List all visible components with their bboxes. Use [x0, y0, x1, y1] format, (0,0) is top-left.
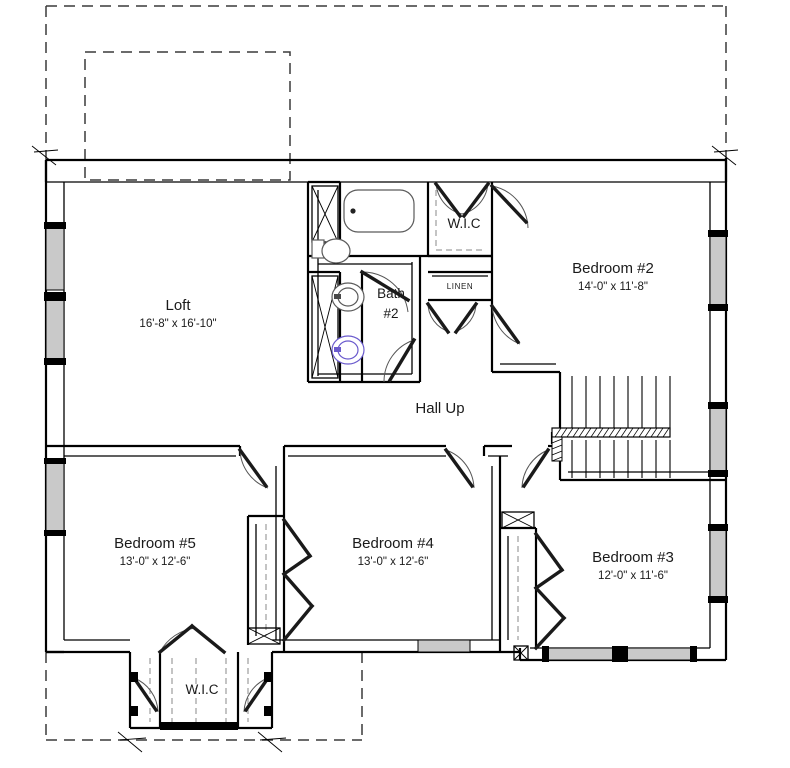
door-bedroom5 — [237, 447, 269, 489]
staircase — [551, 376, 671, 478]
door-wic-upper-right — [461, 181, 491, 219]
room-label-bedroom2: Bedroom #2 — [572, 260, 654, 277]
door-bath2-lower — [383, 337, 417, 383]
bathtub — [343, 189, 415, 233]
space-label-wic-upper: W.I.C — [448, 216, 481, 231]
space-labels: Bath #2 W.I.C W.I.C LINEN Hall Up — [186, 216, 481, 697]
room-dim-bedroom5: 13'-0" x 12'-6" — [120, 556, 191, 568]
room-dim-bedroom4: 13'-0" x 12'-6" — [358, 556, 429, 568]
door-bedroom2 — [489, 183, 529, 229]
door-bedroom2-hall — [489, 303, 521, 345]
vanity-sink-upper — [331, 282, 365, 312]
door-wic-lower-left — [130, 672, 159, 716]
room-labels: Loft 16'-8" x 16'-10" Bedroom #2 14'-0" … — [114, 260, 674, 582]
room-dim-bedroom3: 12'-0" x 11'-6" — [598, 570, 668, 582]
door-closet-bedroom3-bifold — [533, 531, 567, 651]
door-wic-lower-entry — [157, 623, 227, 655]
room-dim-loft: 16'-8" x 16'-10" — [139, 318, 216, 330]
windows — [44, 222, 728, 662]
room-label-bedroom5: Bedroom #5 — [114, 535, 196, 552]
stair-railing — [551, 427, 671, 462]
closet-hatch-upper — [311, 185, 339, 243]
vanity-sink-lower — [331, 335, 365, 365]
door-bedroom4 — [443, 447, 475, 489]
stair-treads-lower — [571, 440, 671, 478]
room-label-bedroom4: Bedroom #4 — [352, 535, 434, 552]
closet-hatch-lower — [311, 275, 339, 379]
bathroom-fixtures — [311, 185, 415, 379]
door-linen-left — [425, 301, 451, 335]
door-wic-lower-right — [243, 672, 272, 716]
space-label-wic-lower: W.I.C — [186, 682, 219, 697]
toilet — [311, 238, 351, 264]
space-label-bath2-line2: #2 — [383, 306, 398, 321]
doors — [130, 181, 567, 716]
corner-tick-marks — [31, 145, 739, 753]
door-wic-upper-left — [433, 181, 463, 219]
space-label-linen: LINEN — [447, 282, 474, 291]
room-dim-bedroom2: 14'-0" x 11'-8" — [578, 281, 648, 293]
space-label-hall-up: Hall Up — [415, 400, 464, 417]
room-label-loft: Loft — [165, 297, 191, 314]
door-linen-right — [453, 301, 479, 335]
space-label-bath2-line1: Bath — [377, 286, 405, 301]
room-label-bedroom3: Bedroom #3 — [592, 549, 674, 566]
interior-walls — [46, 180, 726, 730]
door-closet-bedroom4-bifold — [281, 517, 315, 643]
door-bath2 — [359, 269, 411, 313]
stair-treads-upper — [571, 376, 671, 430]
door-bedroom3 — [521, 447, 551, 489]
tub-drain — [350, 208, 356, 214]
